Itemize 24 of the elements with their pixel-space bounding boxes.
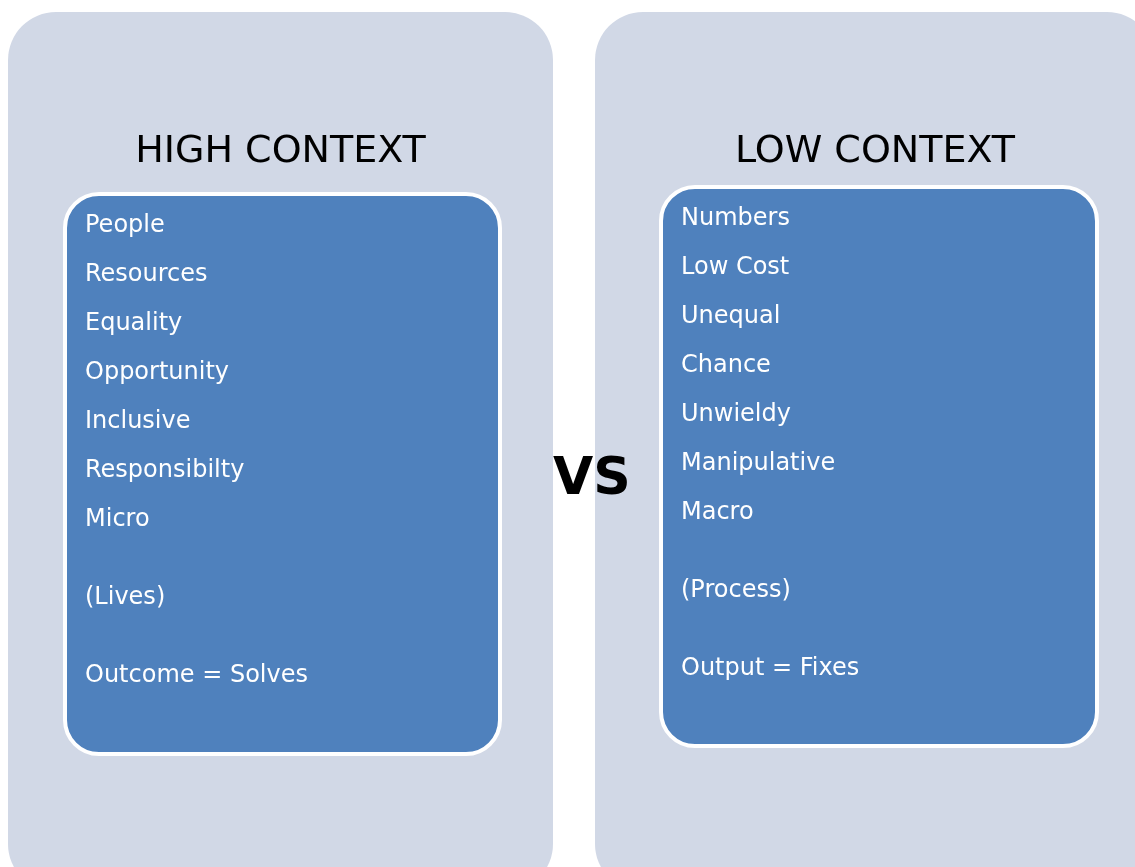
list-item: Chance [681, 350, 771, 379]
list-item: Inclusive [85, 406, 191, 435]
list-item: Micro [85, 504, 150, 533]
list-item: People [85, 210, 165, 239]
list-item: Outcome = Solves [85, 660, 308, 689]
list-item: Unwieldy [681, 399, 791, 428]
list-item: Manipulative [681, 448, 836, 477]
list-box [659, 185, 1099, 748]
list-item: (Lives) [85, 582, 166, 611]
list-item: Output = Fixes [681, 653, 860, 682]
list-item: Opportunity [85, 357, 230, 386]
list-item: Macro [681, 497, 754, 526]
panel-heading: LOW CONTEXT [734, 127, 1015, 171]
list-item: Numbers [681, 203, 790, 232]
list-item: Resources [85, 259, 208, 288]
list-item: Low Cost [681, 252, 790, 281]
list-item: Responsibilty [85, 455, 245, 484]
vs-label: VS [553, 446, 631, 506]
list-item: Equality [85, 308, 183, 337]
list-item: Unequal [681, 301, 781, 330]
list-item: (Process) [681, 575, 791, 604]
panel [8, 12, 553, 867]
panel-heading: HIGH CONTEXT [135, 127, 426, 171]
list-box [63, 192, 502, 756]
